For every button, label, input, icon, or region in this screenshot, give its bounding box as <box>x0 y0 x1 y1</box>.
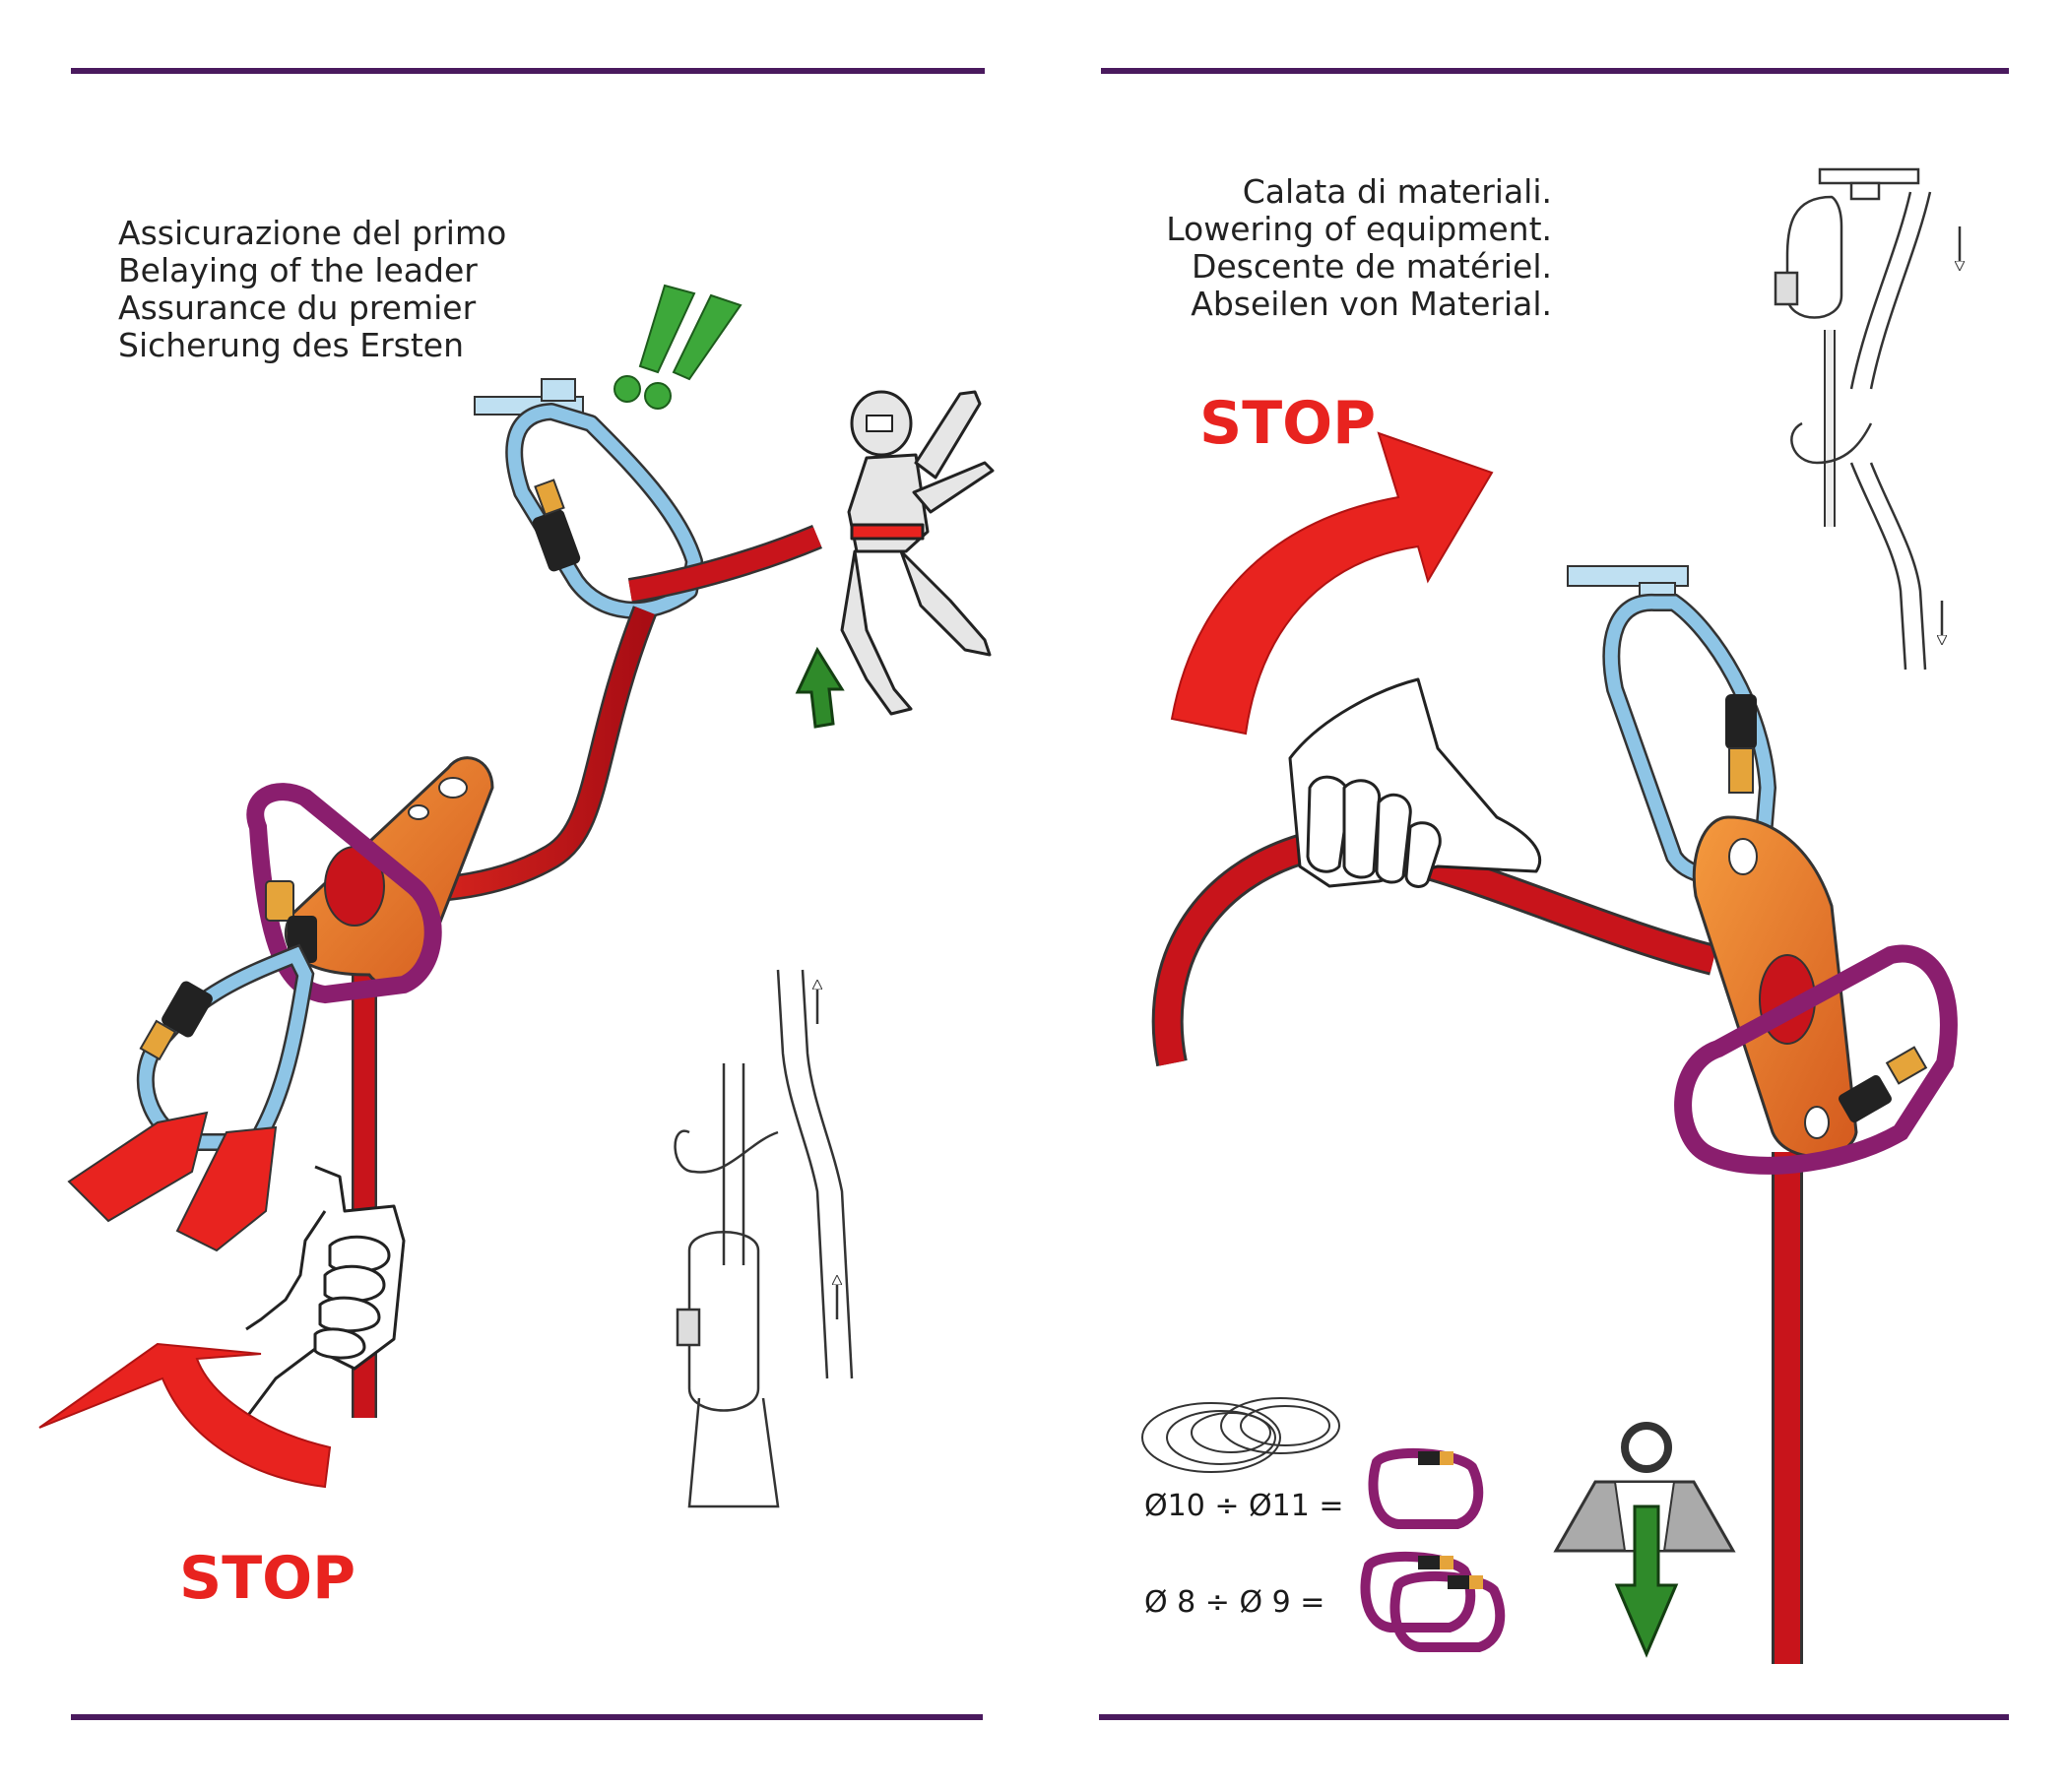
carabiner-icon <box>1368 1448 1484 1529</box>
rules <box>71 68 2009 1720</box>
caption-line: Sicherung des Ersten <box>118 326 465 364</box>
caption-line: Belaying of the leader <box>118 251 478 289</box>
carabiner-icon <box>1360 1552 1506 1652</box>
caption-line: Lowering of equipment. <box>1166 210 1552 248</box>
climber-icon <box>840 390 995 716</box>
caption-line: Assicurazione del primo <box>118 214 507 252</box>
caption-left: Assicurazione del primo Belaying of the … <box>118 215 506 364</box>
caption-line: Calata di materiali. <box>1242 172 1552 211</box>
diameter-label-large: Ø10 ÷ Ø11 = <box>1144 1489 1344 1523</box>
rope-coil-icon <box>1141 1397 1340 1473</box>
up-arrow-icon <box>795 646 845 729</box>
hand-icon <box>244 1165 406 1419</box>
caption-right: Calata di materiali. Lowering of equipme… <box>1166 173 1552 323</box>
stop-label-right: STOP <box>1199 389 1377 458</box>
caption-line: Abseilen von Material. <box>1191 285 1552 323</box>
munter-hitch-inset <box>674 969 854 1508</box>
down-arrow-icon <box>1614 1504 1679 1658</box>
hand-icon <box>1288 677 1542 888</box>
carabiner-icon <box>136 943 315 1151</box>
caption-line: Assurance du premier <box>118 288 477 327</box>
exclamation-icon <box>613 284 742 410</box>
right-illustration <box>1141 167 1960 1664</box>
left-illustration <box>38 284 995 1508</box>
stop-arrow-icon <box>1170 431 1494 736</box>
stop-arrow-icon <box>38 1342 332 1489</box>
diameter-label-small: Ø 8 ÷ Ø 9 = <box>1144 1585 1325 1620</box>
stop-label-left: STOP <box>179 1544 356 1613</box>
sling-icon <box>67 1111 278 1252</box>
caption-line: Descente de matériel. <box>1191 247 1552 286</box>
munter-hitch-inset <box>1774 167 1960 671</box>
carabiner-icon <box>1674 944 1958 1175</box>
